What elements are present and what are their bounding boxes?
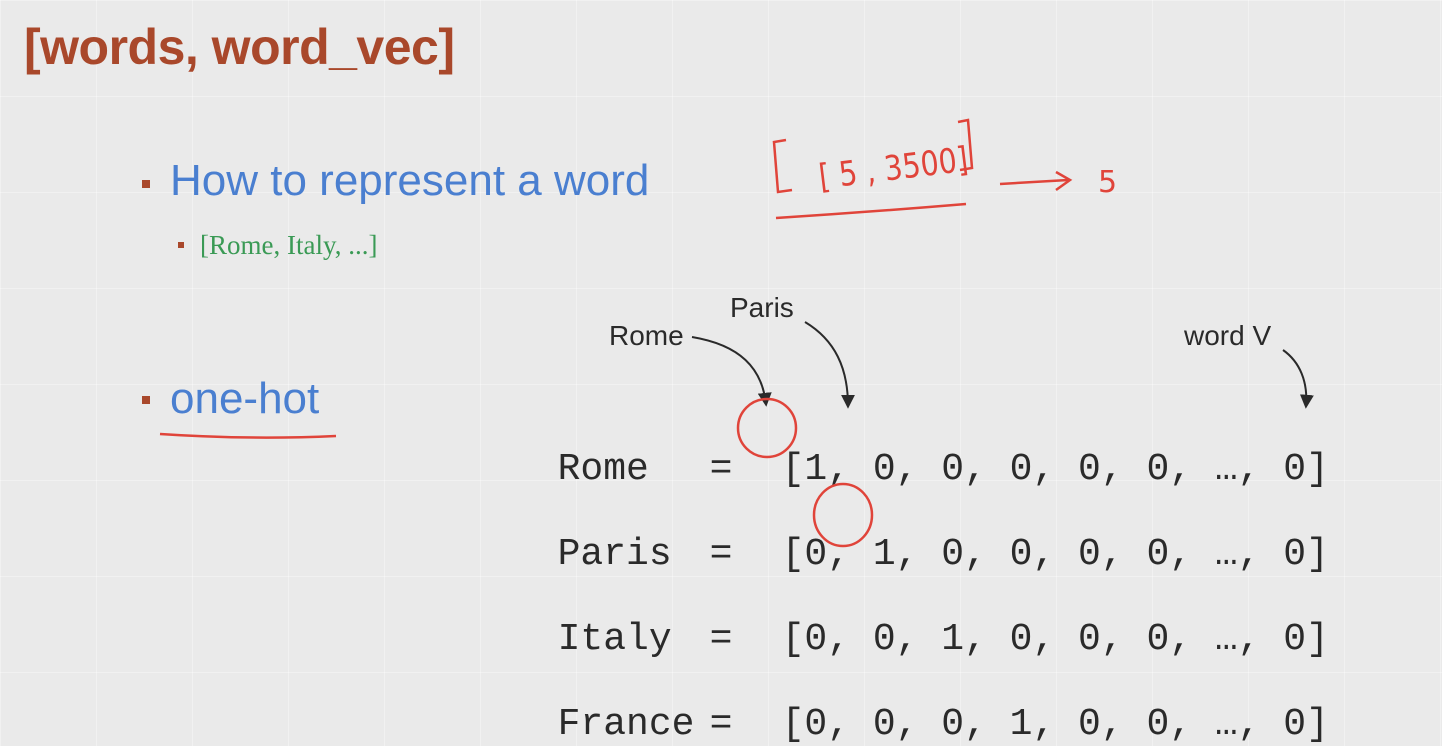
row-vector: [1, 0, 0, 0, 0, 0, …, 0] bbox=[781, 448, 1329, 491]
row-equals: = bbox=[709, 618, 733, 661]
one-hot-underline bbox=[159, 432, 337, 439]
rome-pointer-arrow bbox=[691, 336, 772, 407]
sub-bullet-marker bbox=[178, 242, 184, 248]
row-equals: = bbox=[709, 533, 733, 576]
row-equals: = bbox=[709, 703, 733, 746]
paris-label: Paris bbox=[730, 292, 794, 323]
bullet-marker bbox=[142, 180, 150, 188]
handwritten-result-text: 5 bbox=[1098, 165, 1117, 200]
row-vector: [0, 0, 0, 1, 0, 0, …, 0] bbox=[781, 703, 1329, 746]
row-vector: [0, 1, 0, 0, 0, 0, …, 0] bbox=[781, 533, 1329, 576]
vector-row-italy: Italy = [0, 0, 1, 0, 0, 0, …, 0] bbox=[512, 575, 1329, 661]
sub-bullet-example: [Rome, Italy, ...] bbox=[200, 230, 378, 260]
row-word: France bbox=[557, 703, 695, 746]
bullet-one-hot: one-hot bbox=[170, 374, 320, 423]
row-equals: = bbox=[709, 448, 733, 491]
handwritten-shape-note bbox=[772, 118, 1073, 220]
slide-title: [words, word_vec] bbox=[24, 19, 455, 75]
paris-pointer-arrow bbox=[804, 321, 855, 409]
handwritten-shape-text: [ 5 , 3500] bbox=[817, 140, 971, 198]
rome-label: Rome bbox=[609, 320, 684, 351]
bullet-marker bbox=[142, 396, 150, 404]
bullet-how-to-represent: How to represent a word bbox=[170, 156, 650, 205]
row-vector: [0, 0, 1, 0, 0, 0, …, 0] bbox=[781, 618, 1329, 661]
row-word: Rome bbox=[557, 448, 649, 491]
vector-row-paris: Paris = [0, 1, 0, 0, 0, 0, …, 0] bbox=[512, 490, 1329, 576]
row-word: Italy bbox=[557, 618, 672, 661]
vector-row-france: France = [0, 0, 0, 1, 0, 0, …, 0] bbox=[512, 660, 1329, 746]
word-v-pointer-arrow bbox=[1282, 349, 1314, 409]
row-word: Paris bbox=[557, 533, 672, 576]
word-v-label: word V bbox=[1184, 320, 1272, 351]
vector-row-rome: Rome = [1, 0, 0, 0, 0, 0, …, 0] bbox=[512, 405, 1329, 491]
